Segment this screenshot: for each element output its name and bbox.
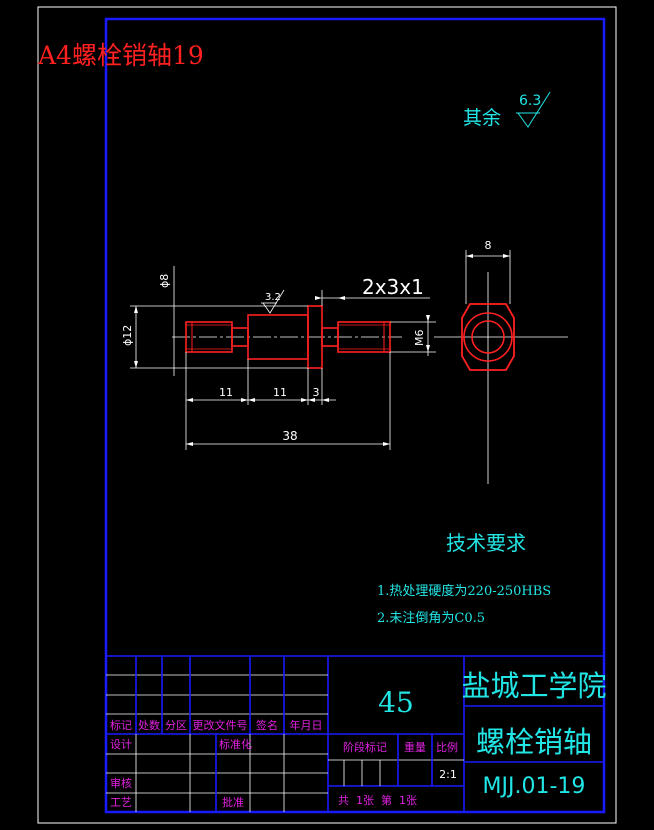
roughness-symbol-icon (262, 289, 285, 314)
arrow-icon (322, 398, 329, 402)
tb-header-date: 年月日 (290, 718, 323, 732)
roughness-symbol-icon (517, 91, 551, 128)
tb-header-change-doc: 更改文件号 (193, 718, 248, 732)
surface-roughness-note: 其余 6.3 (463, 91, 551, 129)
tb-header-sign: 签名 (256, 718, 278, 732)
dim-38-text: 38 (282, 429, 297, 443)
tb-sheets: 共 1张 第 1张 (338, 793, 417, 807)
shaft-main-view (172, 305, 402, 369)
dim-3-text: 3 (313, 386, 320, 399)
arrow-icon (315, 296, 322, 300)
arrow-icon (503, 254, 510, 258)
tb-standard: 标准化 (219, 737, 252, 751)
tb-scale-value: 2:1 (439, 768, 457, 781)
arrow-icon (186, 398, 193, 402)
tech-req-item-1: 1.热处理硬度为220-250HBS (377, 583, 551, 599)
dim-d12-text: ϕ12 (121, 325, 134, 346)
tb-material: 45 (378, 686, 414, 719)
end-view-flat-outline (461, 303, 515, 371)
tb-process: 工艺 (110, 796, 132, 809)
tb-header-mark: 标记 (110, 718, 132, 732)
tb-school: 盐城工学院 (461, 669, 606, 703)
dim-m6-text: M6 (413, 330, 426, 347)
tb-approve: 批准 (222, 795, 244, 809)
arrow-icon (466, 254, 473, 258)
arrow-icon (134, 306, 138, 313)
arrow-icon (308, 398, 315, 402)
tb-header-count: 处数 (138, 719, 160, 732)
tb-header-zone: 分区 (165, 719, 187, 732)
end-view: 8 (434, 239, 568, 484)
arrow-icon (134, 361, 138, 368)
arrow-icon (383, 442, 390, 446)
arrow-icon (241, 398, 248, 402)
dim-arrows (134, 296, 430, 446)
tech-req-title: 技术要求 (446, 531, 526, 555)
tb-review: 审核 (110, 776, 132, 790)
surface-note-value: 6.3 (519, 93, 541, 109)
outer-border (37, 6, 617, 824)
tb-ratio: 比例 (436, 740, 458, 754)
tb-weight: 重量 (404, 740, 426, 754)
arrow-icon (338, 296, 345, 300)
tb-stage-mark: 阶段标记 (343, 740, 387, 754)
arrow-icon (301, 398, 308, 402)
tech-req-item-2: 2.未注倒角为C0.5 (377, 611, 485, 626)
dim-thread-text: 2x3x1 (362, 275, 424, 299)
tb-drawing-no: MJJ.01-19 (483, 774, 586, 799)
tb-design: 设计 (110, 738, 132, 751)
sheet-title: A4螺栓销轴19 (37, 41, 204, 70)
title-block (106, 655, 604, 812)
end-view-outer-circle (463, 312, 513, 362)
end-view-dim-8-text: 8 (485, 239, 492, 252)
shaft-dimensions (130, 266, 436, 450)
inner-frame (104, 17, 606, 814)
dim-11b-text: 11 (273, 386, 287, 399)
shaft-right-thread (337, 321, 391, 353)
dim-d8-text: ϕ8 (158, 274, 171, 288)
arrow-icon (426, 345, 430, 352)
body-roughness: 3.2 (261, 289, 285, 314)
dim-11a-text: 11 (219, 386, 233, 399)
arrow-icon (186, 442, 193, 446)
end-view-inner-circle (471, 320, 505, 354)
tb-part-name: 螺栓销轴 (476, 725, 592, 759)
arrow-icon (426, 315, 430, 322)
arrow-icon (248, 398, 255, 402)
surface-note-label: 其余 (463, 107, 501, 129)
body-roughness-value: 3.2 (265, 292, 281, 303)
